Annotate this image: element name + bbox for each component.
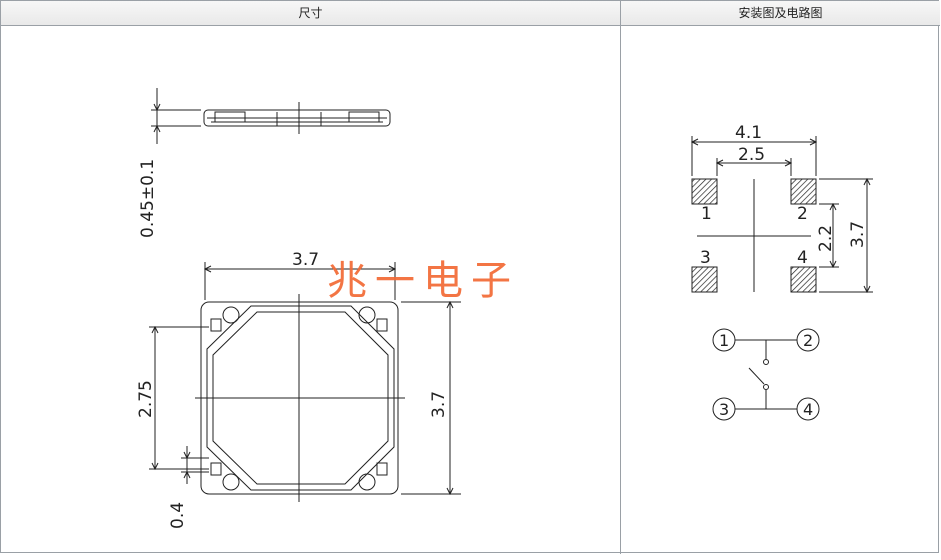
mounting-circuit-drawing: 4.1 2.5 2.2 3.7 1 2 3 4 1 2 3 4 xyxy=(690,123,873,421)
inner-height-label: 2.2 xyxy=(816,225,836,252)
pad-label-3: 3 xyxy=(700,248,711,268)
watermark-text: 兆一电子 xyxy=(327,258,519,304)
bottom-offset-label: 0.4 xyxy=(168,502,188,529)
top-width-label: 3.7 xyxy=(292,250,319,270)
dimensions-header: 尺寸 xyxy=(1,1,621,26)
column-divider xyxy=(620,1,621,554)
pad-label-1: 1 xyxy=(701,204,712,224)
pad-2 xyxy=(790,178,817,205)
outer-width-label: 4.1 xyxy=(735,123,762,143)
pad-label-4: 4 xyxy=(797,248,808,268)
circuit-pin-1: 1 xyxy=(719,331,729,350)
side-thickness-label: 0.45±0.1 xyxy=(138,159,158,238)
circuit-pin-2: 2 xyxy=(803,331,813,350)
top-view xyxy=(149,262,461,502)
mounting-circuit-header: 安装图及电路图 xyxy=(621,1,940,26)
switch-circuit xyxy=(712,328,820,421)
outer-height-label: 3.7 xyxy=(848,221,868,248)
left-height-label: 2.75 xyxy=(136,380,156,418)
inner-width-label: 2.5 xyxy=(738,145,765,165)
right-height-label: 3.7 xyxy=(429,391,449,418)
circuit-pin-3: 3 xyxy=(719,400,729,419)
pad-3 xyxy=(691,266,718,293)
pad-4 xyxy=(790,266,817,293)
dimension-drawing: 0.45±0.1 3.7 2.75 3.7 0.4 兆一电子 xyxy=(136,88,519,529)
pad-label-2: 2 xyxy=(797,204,808,224)
circuit-pin-4: 4 xyxy=(803,400,813,419)
side-view xyxy=(151,88,391,144)
pad-1 xyxy=(691,178,718,205)
